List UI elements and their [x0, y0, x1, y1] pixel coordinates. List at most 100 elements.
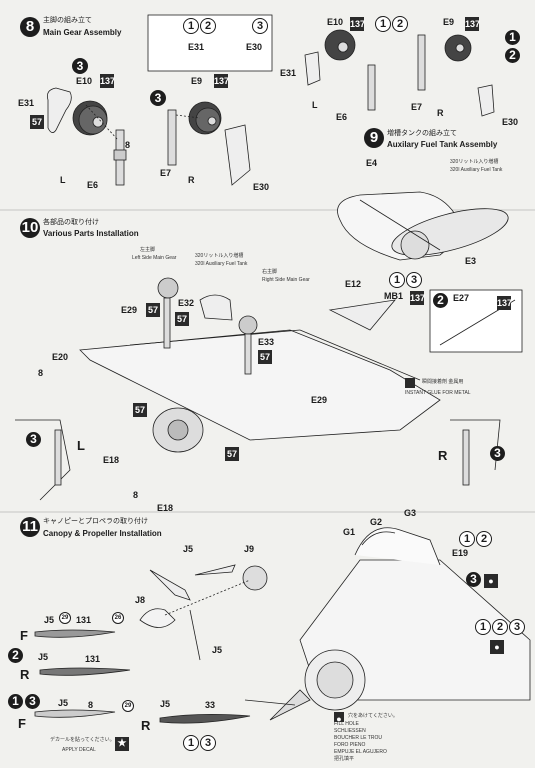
ref-8-10: 8 — [38, 368, 44, 378]
propeller-drawing — [139, 564, 268, 661]
variant-1-badge-alt: 1 — [505, 30, 520, 45]
variant-2-badge-alt: 2 — [505, 48, 520, 63]
variant-1-marker-10: 1 — [389, 272, 405, 288]
part-e30-inset: E30 — [246, 42, 263, 52]
drill-label-fr: BOUCHER LE TROU — [334, 735, 382, 741]
glue-label-en: INSTANT GLUE FOR METAL — [405, 390, 471, 396]
part-e10: E10 — [76, 76, 93, 86]
part-e12: E12 — [345, 279, 362, 289]
part-j5-mid: J5 — [212, 645, 223, 655]
part-e6: E6 — [87, 180, 99, 190]
step-8-title-en: Main Gear Assembly — [43, 28, 122, 37]
ref-137-alt2: 137 — [465, 17, 481, 31]
left-gear-jp: 左主脚 — [140, 247, 156, 253]
variant-2-badge-10: 2 — [433, 293, 448, 308]
right-gear-en: Right Side Main Gear — [262, 277, 310, 283]
drill-icon-b: ● — [490, 640, 504, 654]
part-e7: E7 — [160, 168, 172, 178]
step-10-title-jp: 各部品の取り付け — [43, 219, 99, 226]
part-e9-alt: E9 — [443, 17, 455, 27]
side-left-label: L — [60, 175, 66, 185]
step-11-title-en: Canopy & Propeller Installation — [43, 529, 162, 538]
part-j9: J9 — [244, 544, 255, 554]
step-8-title-jp: 主脚の組み立て — [43, 17, 92, 24]
variant-1-marker-h: 1 — [475, 619, 491, 635]
part-e6-alt: E6 — [336, 112, 348, 122]
variant-3-badge-10-right: 3 — [490, 446, 505, 461]
variant-3-badge-10-left: 3 — [26, 432, 41, 447]
part-j5-f: J5 — [44, 615, 55, 625]
step-10-number: 10 — [20, 218, 40, 238]
drill-label-de: SCHLIESSEN — [334, 728, 366, 734]
drill-icon: ● — [484, 574, 498, 588]
ref-57-10c: 57 — [258, 350, 272, 364]
side-rear-label-b: R — [141, 718, 151, 733]
ref-137-alt: 137 — [350, 17, 366, 31]
part-j5-3: J5 — [58, 698, 69, 708]
glue-label-jp: 瞬間接着剤 金属用 — [422, 379, 464, 385]
part-e10-alt: E10 — [327, 17, 344, 27]
variant-3-marker-11: 3 — [200, 735, 216, 751]
variant-2-marker: 2 — [200, 18, 216, 34]
variant-1-marker-g: 1 — [459, 531, 475, 547]
ref-137-10: 137 — [410, 291, 426, 305]
side-front-label: F — [20, 628, 28, 643]
side-left-label-10: L — [77, 438, 85, 453]
main-gear-right-drawing — [167, 101, 251, 186]
drill-label-es: EMPUJE EL AGUJERO — [334, 749, 387, 755]
side-rear-label: R — [20, 667, 30, 682]
right-gear-jp: 右主脚 — [262, 269, 278, 275]
main-gear-left-drawing — [46, 87, 127, 186]
canopy-fuselage-drawing — [244, 527, 531, 721]
ref-33: 33 — [205, 700, 216, 710]
part-e19: E19 — [452, 548, 469, 558]
part-e33: E33 — [258, 337, 275, 347]
drill-label-jp: 穴をあけてください。 — [348, 713, 398, 719]
part-e27: E27 — [453, 293, 470, 303]
part-e31-inset: E31 — [188, 42, 205, 52]
variant-3-badge-g: 3 — [466, 572, 481, 587]
step-9-title-jp: 増槽タンクの組み立て — [387, 130, 457, 137]
part-e31: E31 — [18, 98, 35, 108]
variant-3-badge: 3 — [72, 58, 88, 74]
part-g3: G3 — [404, 508, 417, 518]
ref-57-10: 57 — [146, 303, 160, 317]
ref-29-b: 29 — [122, 700, 134, 712]
part-e18-b: E18 — [157, 503, 174, 513]
part-mb1: MB1 — [384, 291, 404, 301]
part-e7-alt: E7 — [411, 102, 423, 112]
step-9-number: 9 — [364, 128, 384, 148]
step-11-number: 11 — [20, 517, 40, 537]
part-j5-top: J5 — [183, 544, 194, 554]
part-e30-alt: E30 — [502, 117, 519, 127]
tank-label-jp-10: 320リットル入り増槽 — [195, 253, 244, 259]
variant-1-marker: 1 — [183, 18, 199, 34]
ref-137-10b: 137 — [497, 296, 513, 310]
left-gear-en: Left Side Main Gear — [132, 255, 177, 261]
drill-label-en: FILL HOLE — [334, 721, 359, 727]
tank-label-jp: 320リットル入り増槽 — [450, 159, 499, 165]
ref-8: 8 — [125, 140, 131, 150]
part-g2: G2 — [370, 517, 383, 527]
aircraft-wing-drawing — [79, 277, 441, 453]
ref-131: 131 — [76, 615, 92, 625]
part-j5-4: J5 — [160, 699, 171, 709]
part-e29: E29 — [121, 305, 138, 315]
ref-137-right: 137 — [214, 74, 230, 88]
variant-3-marker-h: 3 — [509, 619, 525, 635]
variant-2-marker-g: 2 — [476, 531, 492, 547]
variant-3-badge-right: 3 — [150, 90, 166, 106]
ref-57-10e: 57 — [225, 447, 239, 461]
part-j8: J8 — [135, 595, 146, 605]
ref-8-11: 8 — [88, 700, 94, 710]
side-front-label-b: F — [18, 716, 26, 731]
variant-1-marker-11: 1 — [183, 735, 199, 751]
decal-label-en: APPLY DECAL — [62, 747, 96, 753]
step-8-number: 8 — [20, 17, 40, 37]
part-e3: E3 — [465, 256, 477, 266]
blade-profiles-drawing — [34, 629, 251, 724]
variant-3-marker: 3 — [252, 18, 268, 34]
variant-2-marker-alt: 2 — [392, 16, 408, 32]
fuel-tank-drawing — [337, 191, 509, 261]
